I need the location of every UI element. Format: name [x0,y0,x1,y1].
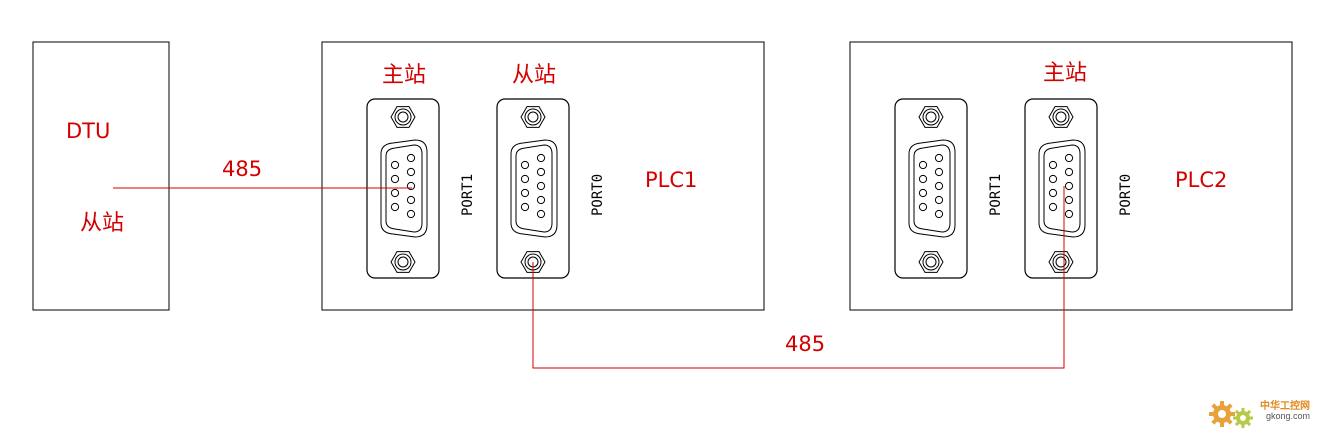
screw-icon [390,251,416,273]
pin [390,202,400,212]
pin [934,153,944,163]
plc1-unit: PLC1 主站 从站 [321,41,765,311]
screw-icon [918,251,944,273]
watermark-url: gkong.com [1266,411,1311,421]
pin [390,188,400,198]
pin [390,160,400,170]
pin [536,181,546,191]
pin [934,195,944,205]
pin [918,188,928,198]
plc2-box [849,41,1293,311]
pin [1064,153,1074,163]
pin [536,195,546,205]
plc1-port1-label: PORT1 [460,174,476,216]
plc1-port0-connector [496,98,570,279]
plc2-port0-role-label: 主站 [1043,61,1087,86]
pin [1048,174,1058,184]
plc1-port1-role-label: 主站 [382,63,426,88]
pin [406,153,416,163]
pin [536,167,546,177]
db9-shell [1038,139,1086,238]
db9-shell [908,139,956,238]
dtu-name: DTU [66,119,110,143]
pin [406,181,416,191]
pin [1064,167,1074,177]
dtu-role-label: 从站 [80,211,124,236]
pin [1064,209,1074,219]
pin [536,153,546,163]
pin [406,209,416,219]
pin [406,167,416,177]
pin [520,160,530,170]
plc1-name: PLC1 [645,168,697,192]
wire-plc1-port0-to-plc2-port0 [532,186,1065,369]
pin [1064,195,1074,205]
screw-icon [1048,106,1074,128]
pin [1048,202,1058,212]
screw-icon [520,106,546,128]
plc1-box [321,41,765,311]
pin [536,209,546,219]
plc2-port1-label: PORT1 [988,174,1004,216]
plc2-port0-connector [1024,98,1098,279]
pin [406,195,416,205]
plc2-name: PLC2 [1175,168,1227,192]
pin [520,202,530,212]
pin [934,209,944,219]
pin [390,174,400,184]
pin [934,181,944,191]
dtu-unit: DTU 从站 [32,41,170,311]
pin [918,174,928,184]
plc1-port0-label: PORT0 [590,174,606,216]
link-label-plc1-plc2: 485 [785,332,825,356]
screw-icon [918,106,944,128]
pin [918,160,928,170]
plc2-port1-connector [894,98,968,279]
pin [1048,188,1058,198]
dtu-box [32,41,170,311]
screw-icon [390,106,416,128]
watermark-logo: 中华工控网 gkong.com [1206,394,1336,434]
db9-shell [510,139,558,238]
pin [1048,160,1058,170]
pin [520,188,530,198]
watermark-text: 中华工控网 [1260,401,1310,412]
plc2-port0-label: PORT0 [1118,174,1134,216]
pin [934,167,944,177]
gear-icon [1209,401,1253,428]
plc2-unit: PLC2 主站 [849,41,1293,311]
link-label-dtu-plc1: 485 [222,157,262,181]
pin [1064,181,1074,191]
pin [520,174,530,184]
plc1-port0-role-label: 从站 [512,63,556,88]
db9-shell [380,139,428,238]
pin [918,202,928,212]
screw-icon [1048,251,1074,273]
